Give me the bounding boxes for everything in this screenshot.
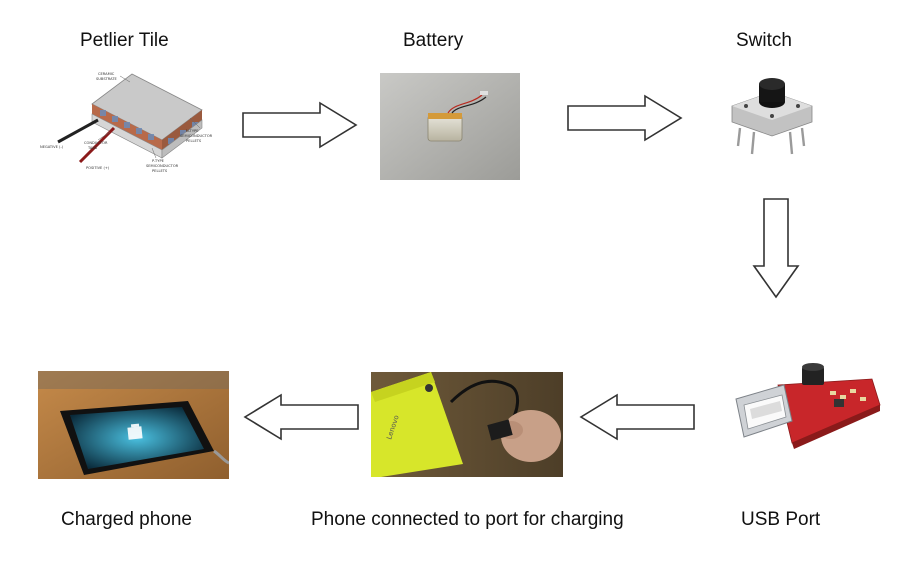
label-phone-connected: Phone connected to port for charging	[311, 509, 624, 530]
arrow-usb-to-phone	[579, 393, 695, 441]
petlier-text-ptype: P-TYPE	[152, 159, 165, 163]
battery-image	[380, 73, 520, 180]
petlier-text-substrate: SUBSTRATE	[96, 77, 118, 81]
label-battery: Battery	[403, 30, 464, 51]
petlier-tile-image: CERAMIC SUBSTRATE N-TYPE SEMICONDUCTOR P…	[40, 68, 215, 183]
petlier-text-ceramic: CERAMIC	[98, 72, 115, 76]
petlier-text-positive: POSITIVE (+)	[86, 166, 110, 170]
label-switch: Switch	[736, 30, 792, 51]
petlier-text-negative: NEGATIVE (-)	[40, 145, 64, 149]
switch-image	[720, 70, 820, 160]
charged-phone-image	[38, 371, 229, 479]
label-petlier-tile: Petlier Tile	[80, 30, 169, 51]
phone-connected-image: Lenovo	[371, 372, 563, 477]
petlier-text-ntype-semi: SEMICONDUCTOR	[180, 134, 213, 138]
arrow-switch-to-usb	[752, 198, 800, 299]
usb-port-image	[722, 355, 882, 455]
petlier-text-ntype: N-TYPE	[186, 129, 199, 133]
arrow-petlier-to-battery	[242, 101, 358, 149]
petlier-text-conductor: CONDUCTOR	[84, 141, 108, 145]
arrow-battery-to-switch	[567, 94, 683, 142]
petlier-text-ntype-pellets: PELLETS	[186, 139, 202, 143]
label-usb-port: USB Port	[741, 509, 821, 530]
arrow-phone-to-charged	[243, 393, 359, 441]
label-charged-phone: Charged phone	[61, 509, 192, 530]
petlier-text-ptype-semi: SEMICONDUCTOR	[146, 164, 179, 168]
petlier-text-ptype-pellets: PELLETS	[152, 169, 168, 173]
petlier-text-tabs: TABS	[87, 146, 98, 150]
